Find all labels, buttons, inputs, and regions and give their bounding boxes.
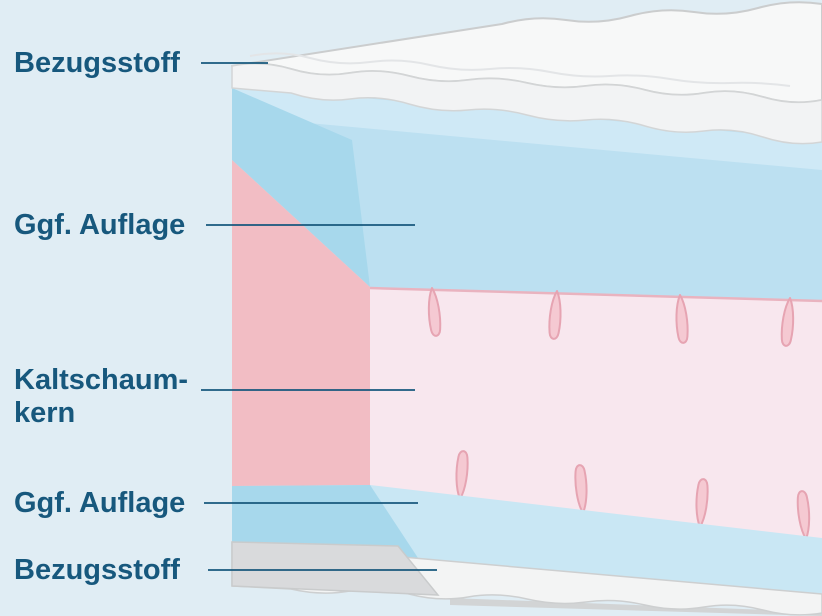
core-slit [695, 478, 709, 528]
core-end-face [232, 160, 370, 492]
core-slit [548, 290, 562, 340]
core-slit [675, 294, 689, 344]
core-slit [427, 287, 442, 337]
core-front-face [370, 287, 822, 545]
label-auflage-bottom: Ggf. Auflage [14, 487, 186, 519]
label-auflage-top: Ggf. Auflage [14, 209, 186, 241]
leader-lines [201, 62, 437, 571]
core-top-edge [369, 286, 822, 303]
bottom-cover-end-face [231, 541, 440, 596]
top-cover-front-lip [231, 62, 822, 145]
topper-bottom-end-face [232, 485, 420, 561]
core-slit [574, 464, 588, 514]
core-slit [780, 297, 795, 347]
core-slit [796, 490, 811, 540]
core-slit [455, 450, 469, 500]
label-bezugsstoff-top: Bezugsstoff [14, 47, 180, 79]
top-cover-quilt-line [249, 52, 791, 87]
label-kaltschaumkern-line2: kern [14, 397, 76, 429]
label-kaltschaumkern: Kaltschaum- kern [14, 364, 188, 430]
label-kaltschaumkern-line1: Kaltschaum- [14, 364, 189, 396]
core-slits [427, 287, 811, 540]
topper-top-light-strip [232, 86, 822, 170]
topper-top-end-face [232, 88, 370, 287]
label-bezugsstoff-bottom: Bezugsstoff [14, 554, 180, 586]
